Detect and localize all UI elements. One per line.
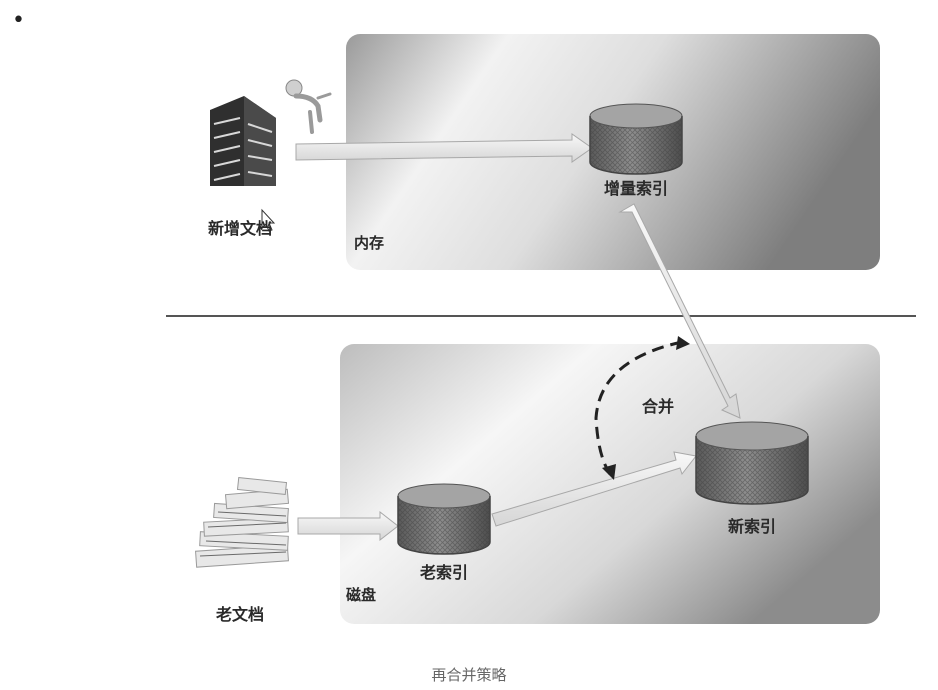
document-stack-icon	[196, 478, 289, 568]
disk-label: 磁盘	[346, 586, 376, 604]
old-index-cylinder	[398, 484, 490, 554]
person-icon	[286, 80, 330, 132]
incremental-index-cylinder	[590, 104, 682, 174]
new-index-cylinder	[696, 422, 808, 504]
figure-caption: 再合并策略	[0, 664, 938, 685]
old-documents-label: 老文档	[215, 605, 264, 624]
incremental-index-label: 增量索引	[604, 179, 668, 198]
new-documents-label: 新增文档	[208, 219, 272, 238]
new-index-label: 新索引	[728, 517, 776, 536]
memory-label: 内存	[354, 234, 384, 252]
merge-label: 合并	[642, 397, 674, 416]
building-icon	[210, 96, 276, 186]
old-index-label: 老索引	[419, 563, 468, 582]
